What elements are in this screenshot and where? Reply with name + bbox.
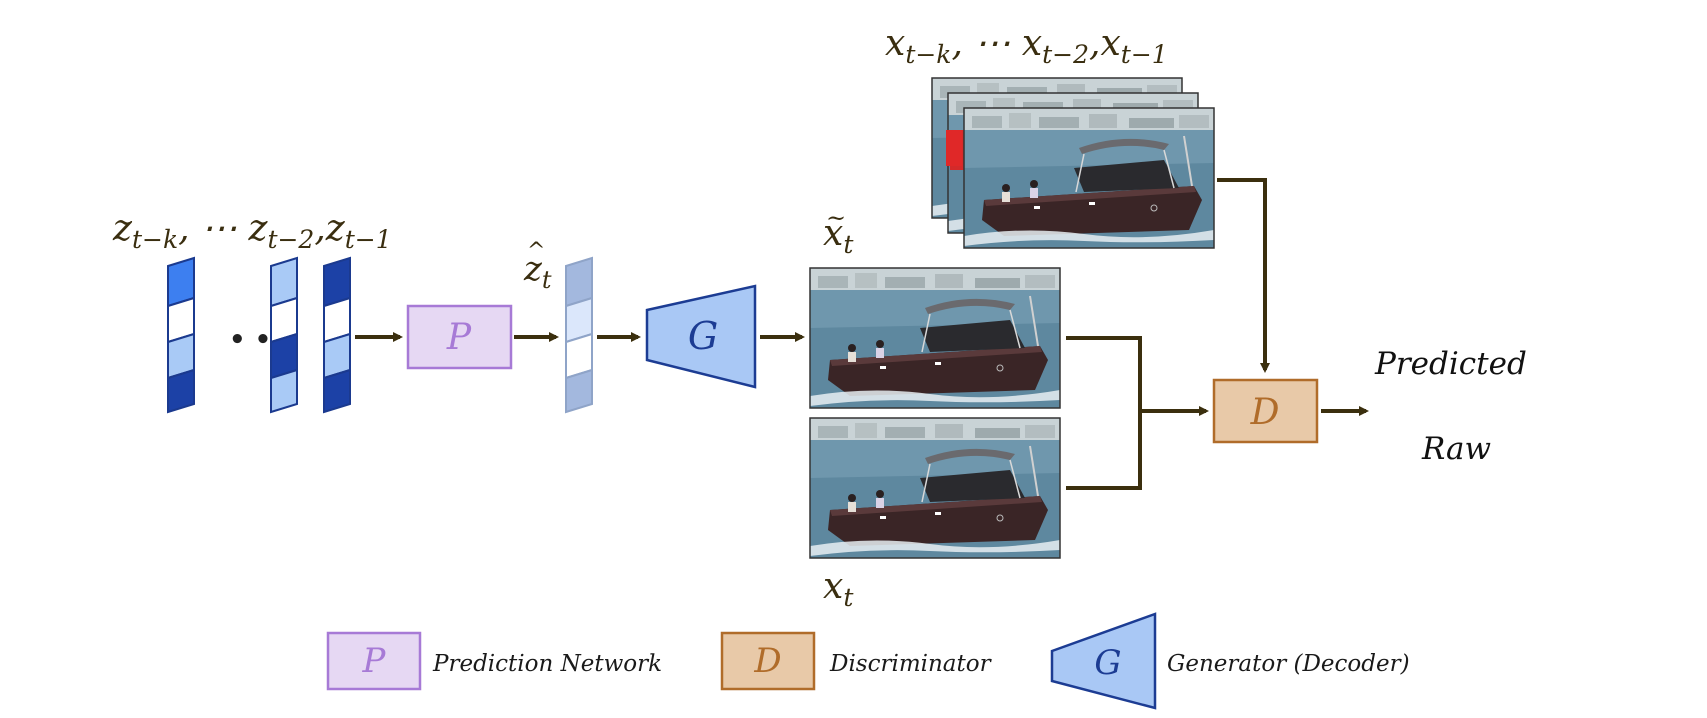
legend-generator-label: Generator (Decoder) <box>1167 651 1410 677</box>
legend-prediction-swatch <box>326 631 422 691</box>
z-ellipsis: , ⋯ <box>178 208 248 249</box>
x-sub-2: t−2 <box>1042 40 1089 69</box>
previous-frame-front <box>946 107 1215 249</box>
z-sep: , <box>314 208 325 249</box>
output-predicted: Predicted <box>1374 346 1527 382</box>
legend-discriminator-swatch <box>720 631 816 691</box>
discriminator-block: D <box>1212 378 1319 444</box>
flag-icon <box>946 130 962 166</box>
xtilde-sub: t <box>843 230 854 259</box>
merge-connector <box>1066 336 1142 490</box>
discriminator-block-label: D <box>1250 392 1280 433</box>
z-sub-3: t−1 <box>345 225 392 254</box>
xtilde-base: x <box>823 213 843 254</box>
generator-block-label: G <box>688 314 718 358</box>
zhat-hat-icon: ^ <box>527 239 545 264</box>
z-sub-2: t−2 <box>267 225 314 254</box>
x-sequence-label: xt−k, ⋯ xt−2,xt−1 <box>885 23 1168 69</box>
x-base-1: x <box>885 23 905 64</box>
arrow-context-to-d <box>1217 178 1270 373</box>
legend-generator-swatch <box>1050 612 1157 710</box>
prediction-block-label: P <box>446 317 472 358</box>
z-base-1: z <box>112 208 133 249</box>
latent-vector-t-1 <box>323 256 351 414</box>
legend-item-discriminator: D Discriminator <box>720 631 993 691</box>
x-base-3: x <box>1100 23 1120 64</box>
z-sequence-label: zt−k, ⋯ zt−2,zt−1 <box>112 208 392 254</box>
predicted-latent-vector <box>565 256 593 414</box>
xtilde-tilde-icon: ~ <box>826 204 846 232</box>
previous-frames-stack <box>931 77 1215 249</box>
prediction-network-block: P <box>406 304 513 370</box>
output-raw: Raw <box>1421 431 1491 467</box>
xt-base: x <box>823 566 843 607</box>
x-ellipsis: , ⋯ <box>951 23 1021 64</box>
legend-discriminator-symbol: D <box>753 641 781 681</box>
zhat-base: z <box>523 249 543 289</box>
z-sub-1: t−k <box>132 225 178 254</box>
zhat-sub: t <box>542 266 552 294</box>
legend-item-prediction: P Prediction Network <box>326 631 662 691</box>
legend-prediction-symbol: P <box>362 641 387 681</box>
legend: P Prediction Network D Discriminator G G… <box>326 612 1410 710</box>
latent-vector-t-2 <box>270 256 298 414</box>
x-sub-3: t−1 <box>1121 40 1168 69</box>
legend-item-generator: G Generator (Decoder) <box>1050 612 1410 710</box>
x-sub-1: t−k <box>905 40 951 69</box>
z-base-2: z <box>247 208 268 249</box>
x-sep: , <box>1089 23 1100 64</box>
legend-prediction-label: Prediction Network <box>432 651 662 677</box>
real-frame-image <box>809 417 1061 559</box>
xt-label: xt <box>823 566 854 612</box>
legend-discriminator-label: Discriminator <box>829 651 993 677</box>
x-base-2: x <box>1022 23 1042 64</box>
generated-frame-image <box>809 267 1061 409</box>
xt-sub: t <box>843 583 854 612</box>
legend-generator-symbol: G <box>1094 643 1121 683</box>
xtilde-label: xt <box>823 213 854 259</box>
generator-block: G <box>645 284 757 389</box>
zhat-label: zt <box>523 249 552 294</box>
latent-vector-t-k <box>167 256 195 414</box>
z-base-3: z <box>325 208 346 249</box>
